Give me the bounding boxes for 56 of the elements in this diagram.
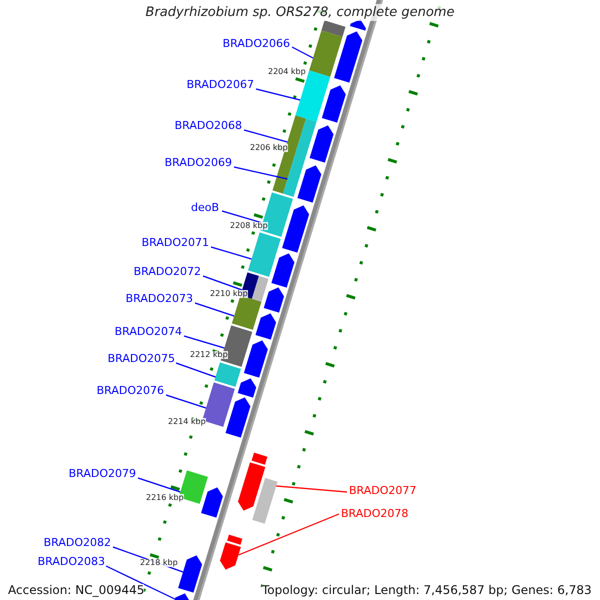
gene-feature xyxy=(201,487,223,518)
gene-feature xyxy=(271,253,294,288)
leader-line xyxy=(292,46,314,59)
gene-label: deoB xyxy=(190,202,219,213)
gene-feature xyxy=(310,125,334,163)
gene-label: BRADO2082 xyxy=(44,537,111,548)
leader-line xyxy=(138,477,180,493)
leader-line xyxy=(210,246,252,260)
leader-line xyxy=(202,275,242,291)
position-tick-label: 2208 kbp xyxy=(230,222,268,230)
position-tick-label: 2216 kbp xyxy=(146,494,184,502)
gene-feature xyxy=(264,287,284,313)
position-tick-label: 2206 kbp xyxy=(250,144,288,152)
gene-feature xyxy=(214,362,241,387)
gene-label: BRADO2071 xyxy=(142,237,209,248)
gene-label: BRADO2077 xyxy=(349,485,416,496)
gene-feature xyxy=(282,205,310,253)
leader-line xyxy=(256,88,300,101)
leader-line xyxy=(238,513,340,556)
gene-feature xyxy=(297,165,322,203)
gene-feature xyxy=(252,452,268,465)
gene-label: BRADO2074 xyxy=(114,326,182,337)
gene-label: BRADO2079 xyxy=(68,468,136,479)
gene-label: BRADO2069 xyxy=(164,157,232,168)
gene-feature xyxy=(238,378,256,398)
leader-line xyxy=(276,485,348,493)
position-tick-label: 2218 kbp xyxy=(140,559,178,567)
gene-label: BRADO2083 xyxy=(38,556,105,567)
gene-label: BRADO2067 xyxy=(186,79,254,90)
gene-label: BRADO2078 xyxy=(341,508,408,519)
position-tick-label: 2214 kbp xyxy=(168,418,206,426)
gene-feature xyxy=(350,19,366,31)
gene-feature xyxy=(227,534,242,545)
leader-line xyxy=(106,565,176,600)
gene-label: BRADO2068 xyxy=(174,120,242,131)
position-tick-label: 2204 kbp xyxy=(268,68,306,76)
leader-line xyxy=(244,129,288,143)
accession-text: Accession: NC_009445 xyxy=(8,584,144,596)
gene-feature xyxy=(334,31,362,83)
gene-label: BRADO2066 xyxy=(222,38,290,49)
leader-line xyxy=(176,362,216,378)
gene-label: BRADO2073 xyxy=(126,293,193,304)
position-tick-label: 2212 kbp xyxy=(190,351,228,359)
gene-feature xyxy=(309,30,342,77)
gene-label: BRADO2072 xyxy=(134,266,201,277)
position-tick-label: 2210 kbp xyxy=(210,290,248,298)
leader-line xyxy=(166,394,206,409)
gene-feature xyxy=(322,85,346,123)
gene-label: BRADO2076 xyxy=(96,385,164,396)
leader-line xyxy=(234,166,288,180)
genome-info-text: Topology: circular; Length: 7,456,587 bp; Genes: 6,783 xyxy=(262,584,592,596)
leader-line xyxy=(184,335,224,349)
gene-feature xyxy=(248,232,281,277)
leader-line xyxy=(222,210,263,224)
gene-feature xyxy=(256,313,276,340)
gene-label: BRADO2075 xyxy=(108,353,175,364)
